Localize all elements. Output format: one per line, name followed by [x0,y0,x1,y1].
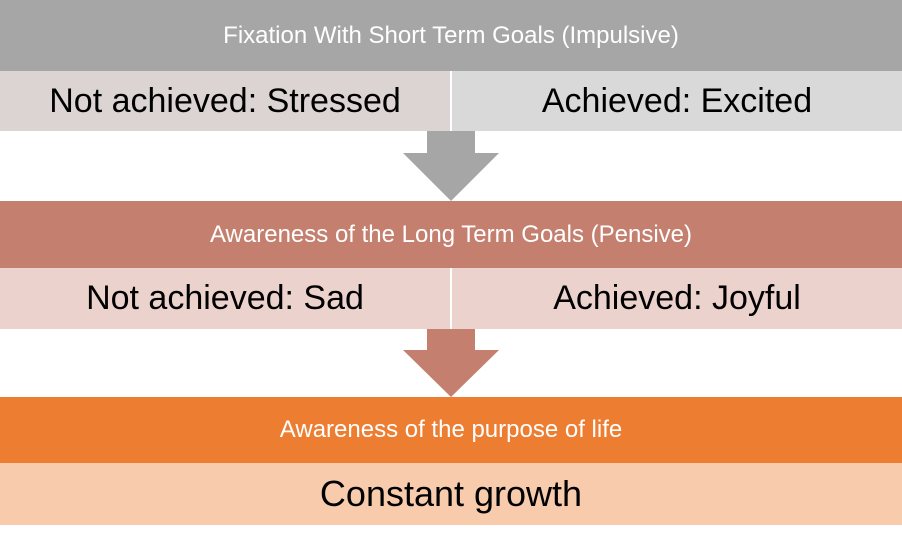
level-3-title: Awareness of the purpose of life [279,416,623,443]
down-arrow-icon [403,329,499,397]
level-2-not-achieved: Not achieved: Sad [0,268,452,329]
level-3-outcome: Constant growth [0,463,902,525]
level-2-outcomes: Not achieved: Sad Achieved: Joyful [0,268,902,329]
level-3-header: Awareness of the purpose of life [0,397,902,463]
level-2-title: Awareness of the Long Term Goals (Pensiv… [209,220,693,248]
level-1-not-achieved: Not achieved: Stressed [0,71,452,131]
level-2-header: Awareness of the Long Term Goals (Pensiv… [0,201,902,268]
down-arrow-icon [403,131,499,201]
level-1-header: Fixation With Short Term Goals (Impulsiv… [0,0,902,71]
level-3-outcomes: Constant growth [0,463,902,525]
level-2-achieved: Achieved: Joyful [452,268,902,329]
level-1-title: Fixation With Short Term Goals (Impulsiv… [223,21,679,49]
level-1-achieved: Achieved: Excited [452,71,902,131]
level-1-outcomes: Not achieved: Stressed Achieved: Excited [0,71,902,131]
